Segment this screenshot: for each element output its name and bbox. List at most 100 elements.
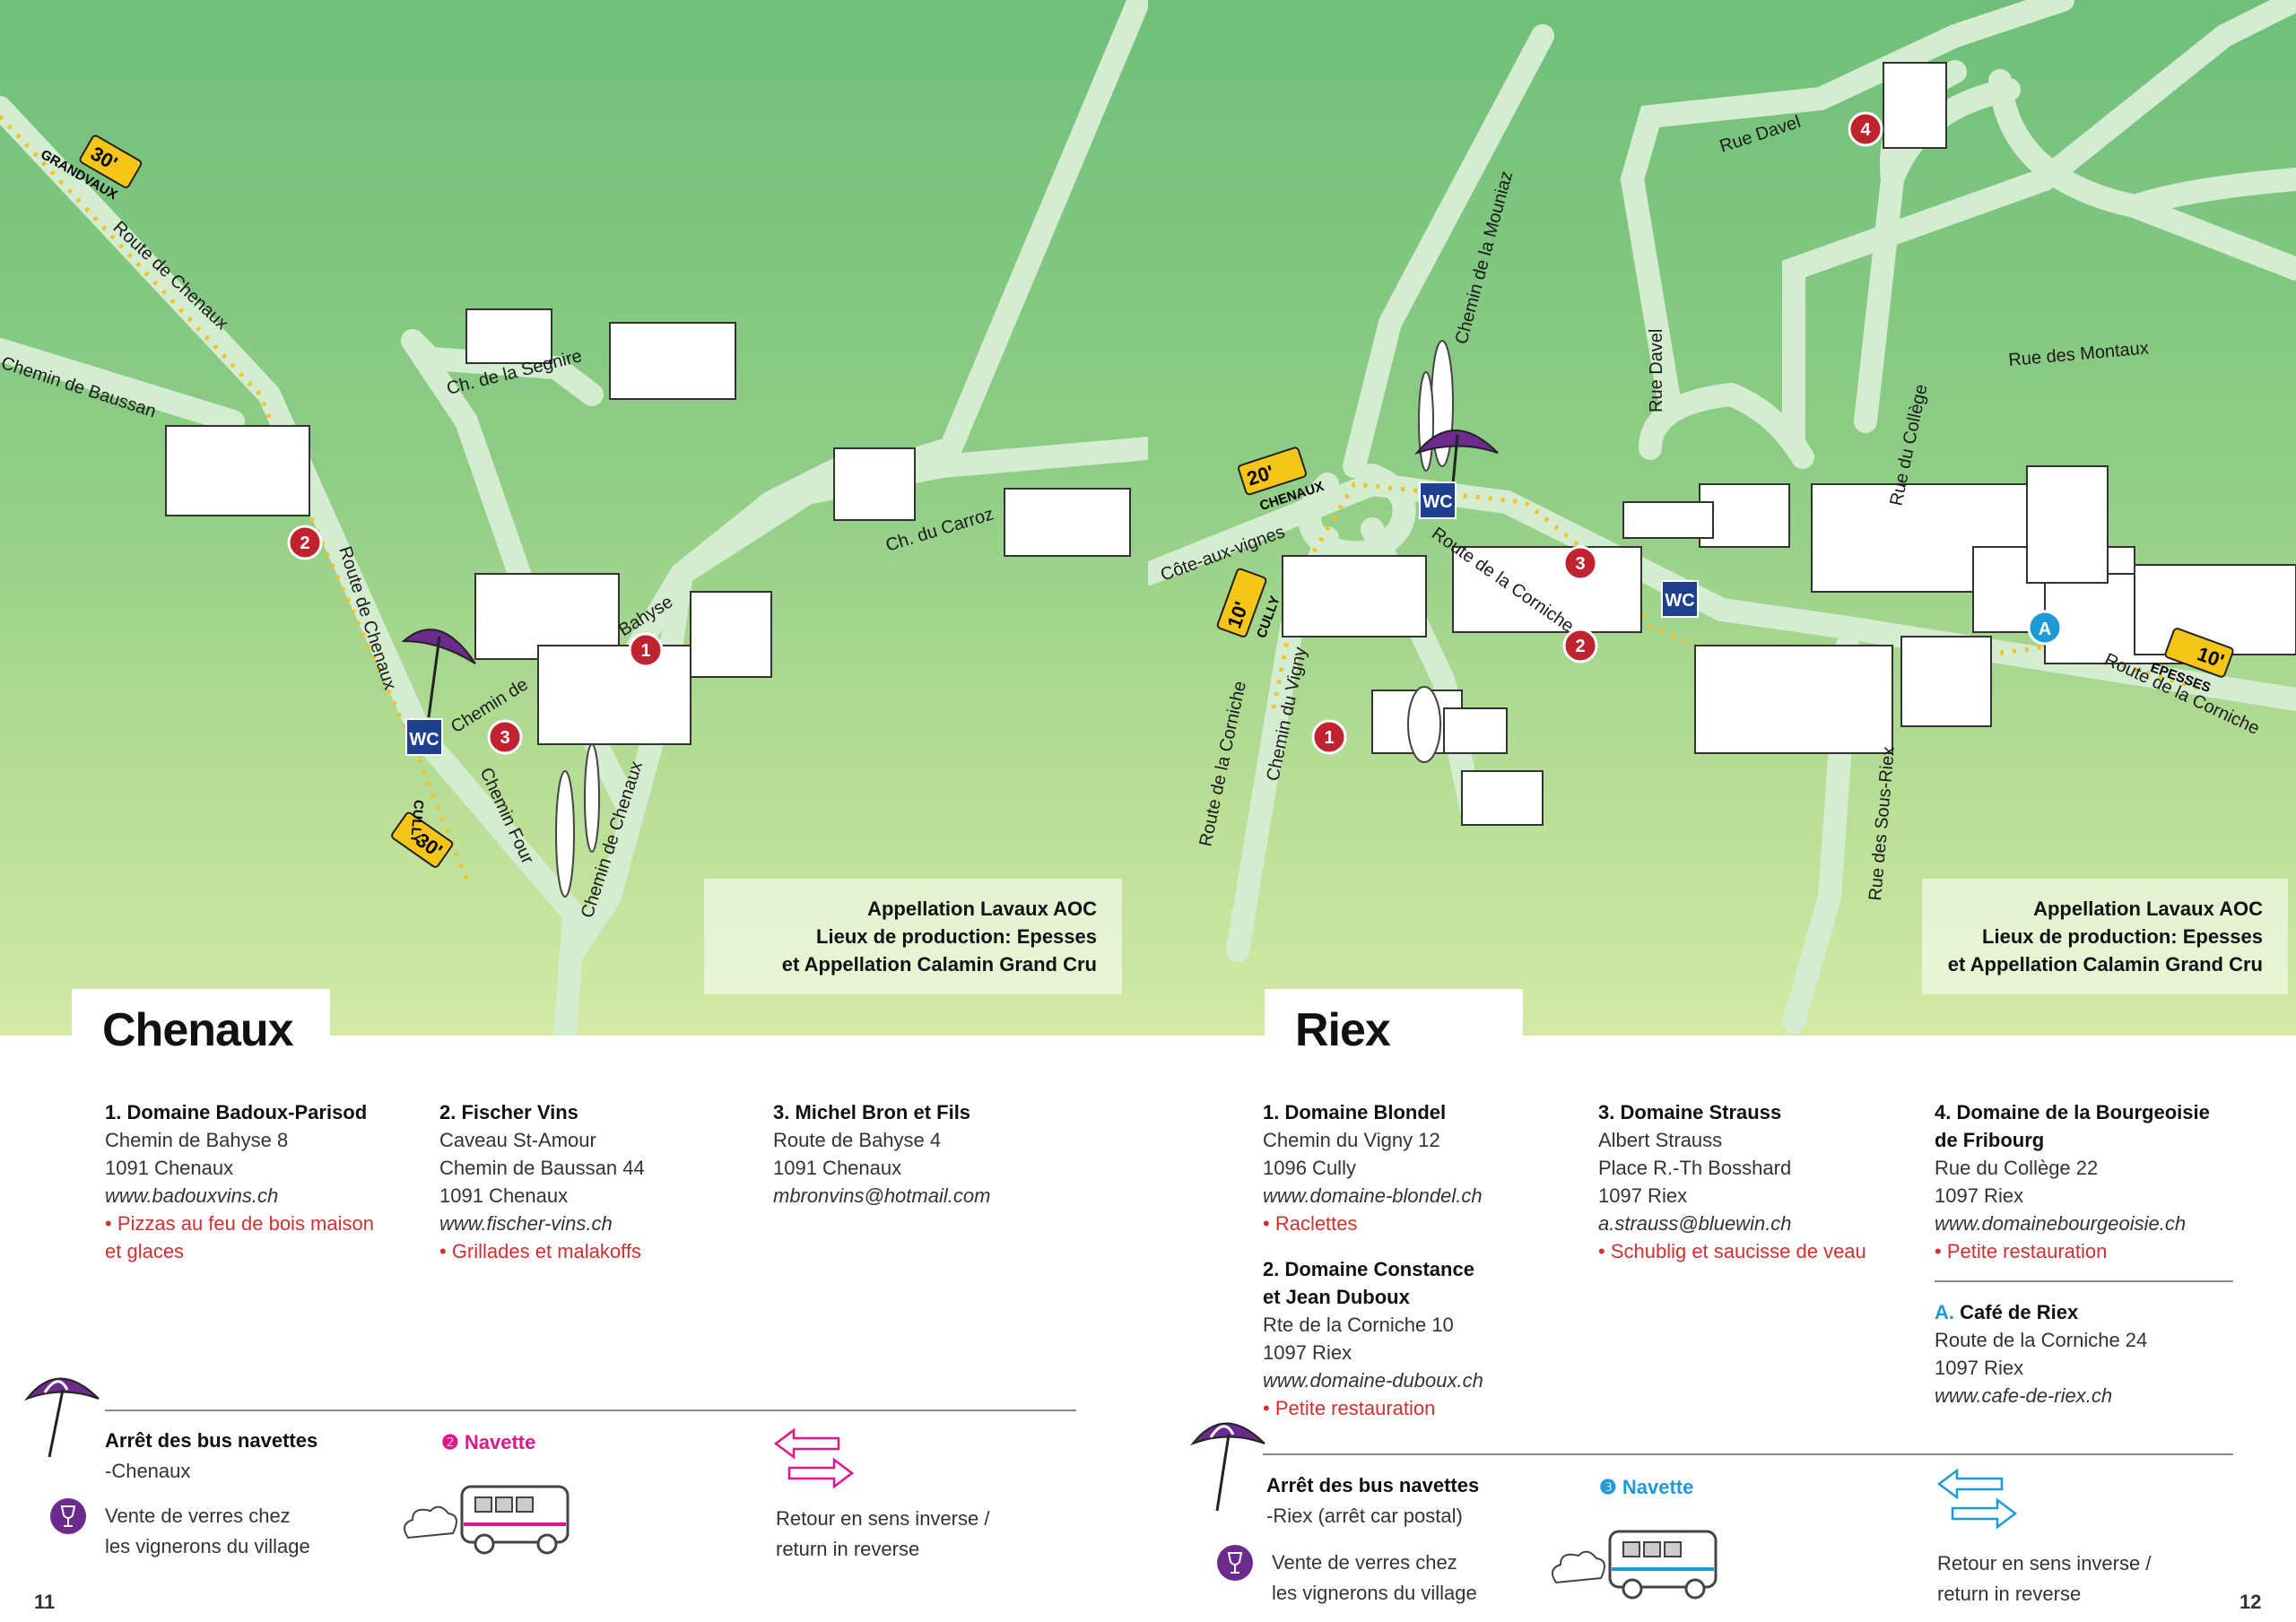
- producer-name: 1. Domaine Blondel: [1263, 1101, 1447, 1123]
- wc-icon-1[interactable]: WC: [1419, 481, 1457, 519]
- divider: [1935, 1280, 2233, 1282]
- pin-1[interactable]: 1: [628, 632, 664, 668]
- return-line: return in reverse: [776, 1538, 920, 1560]
- producer-website-link[interactable]: www.domainebourgeoisie.ch: [1935, 1212, 2187, 1235]
- page-title-riex: Riex: [1265, 989, 1523, 1056]
- pin-1[interactable]: 1: [1311, 719, 1347, 755]
- appellation-line3: et Appellation Calamin Grand Cru: [1947, 953, 2263, 976]
- return-arrows-icon: [773, 1427, 855, 1489]
- svg-text:WC: WC: [1665, 591, 1694, 611]
- producer-2: 2. Fischer Vins Caveau St-Amour Chemin d…: [439, 1098, 744, 1265]
- producer-line: Rue du Collège 22: [1935, 1157, 2099, 1179]
- bus-stop-legend: Arrêt des bus navettes -Riex (arrêt car …: [1266, 1470, 1479, 1531]
- navette-number-icon: ❸: [1599, 1476, 1617, 1498]
- pin-2[interactable]: 2: [287, 525, 323, 560]
- return-arrows-icon: [1936, 1468, 2018, 1530]
- return-legend: Retour en sens inverse / return in rever…: [1937, 1548, 2151, 1609]
- producer-1: 1. Domaine Blondel Chemin du Vigny 12 10…: [1263, 1098, 1568, 1237]
- pin-4[interactable]: 4: [1848, 111, 1883, 147]
- producer-website-link[interactable]: www.domaine-duboux.ch: [1263, 1369, 1483, 1392]
- svg-text:1: 1: [1324, 728, 1334, 748]
- svg-text:3: 3: [500, 728, 509, 748]
- svg-text:1: 1: [640, 641, 650, 661]
- road-route-de-chenaux: [0, 96, 587, 1036]
- producer-line: 1091 Chenaux: [773, 1157, 902, 1179]
- wc-icon[interactable]: WC: [405, 718, 443, 756]
- producer-line: Route de Bahyse 4: [773, 1129, 942, 1151]
- glass-line: les vignerons du village: [1272, 1582, 1477, 1604]
- appellation-line1: Appellation Lavaux AOC: [2033, 898, 2263, 920]
- producer-name: 3. Michel Bron et Fils: [773, 1101, 971, 1123]
- buildings: [1282, 62, 2296, 826]
- umbrella-icon: [24, 1377, 100, 1458]
- wc-icon-2[interactable]: WC: [1661, 580, 1699, 618]
- pin-2[interactable]: 2: [1562, 628, 1598, 664]
- producer-website-link[interactable]: www.fischer-vins.ch: [439, 1212, 613, 1235]
- navette-label: Navette: [464, 1431, 536, 1453]
- producer-line: Rte de la Corniche 10: [1263, 1314, 1454, 1336]
- label-rue-davel-mid: Rue Davel: [1647, 329, 1666, 412]
- producer-4: 4. Domaine de la Bourgeoisie de Fribourg…: [1935, 1098, 2257, 1265]
- navette-number-icon: ❷: [441, 1431, 459, 1453]
- pin-3[interactable]: 3: [487, 719, 523, 755]
- svg-text:4: 4: [1860, 120, 1871, 140]
- navette-3-label: ❸ Navette: [1599, 1476, 1693, 1499]
- bus-stop-umbrella-icon[interactable]: [401, 629, 476, 718]
- svg-text:2: 2: [1575, 637, 1585, 656]
- glass-line: Vente de verres chez: [1272, 1551, 1457, 1574]
- label-route-de-la-corniche-left: Route de la Corniche: [1196, 680, 1250, 848]
- bus-stop-umbrella-icon[interactable]: [1414, 429, 1499, 485]
- appellation-line2: Lieux de production: Epesses: [1982, 925, 2263, 948]
- producer-line: Albert Strauss: [1598, 1129, 1723, 1151]
- producer-website-link[interactable]: www.badouxvins.ch: [105, 1184, 279, 1207]
- svg-text:CULLY: CULLY: [407, 799, 426, 844]
- producer-name: 1. Domaine Badoux-Parisod: [105, 1101, 368, 1123]
- wine-glass-icon: [1217, 1545, 1253, 1581]
- cafe-line: 1097 Riex: [1935, 1357, 2024, 1379]
- producer-name: 4. Domaine de la Bourgeoisie: [1935, 1101, 2210, 1123]
- producer-name: 3. Domaine Strauss: [1598, 1101, 1782, 1123]
- map-riex[interactable]: Chemin de la Mouniaz Rue Davel Rue Davel…: [1148, 0, 2296, 1036]
- svg-text:2: 2: [300, 533, 309, 553]
- map-chenaux-svg: Route de Chenaux Chemin de Baussan Route…: [0, 0, 1148, 1036]
- appellation-line2: Lieux de production: Epesses: [816, 925, 1097, 948]
- map-chenaux[interactable]: Route de Chenaux Chemin de Baussan Route…: [0, 0, 1148, 1036]
- producer-2: 2. Domaine Constance et Jean Duboux Rte …: [1263, 1255, 1568, 1422]
- wine-glass-icon: [50, 1498, 86, 1534]
- cafe-de-riex: A. Café de Riex Route de la Corniche 24 …: [1935, 1298, 2257, 1409]
- producer-note: • Petite restauration: [1263, 1397, 1436, 1419]
- producer-1: 1. Domaine Badoux-Parisod Chemin de Bahy…: [105, 1098, 410, 1265]
- label-rue-des-sous-riex: Rue des Sous-Riex: [1866, 746, 1899, 902]
- sign-cully: 10' CULLY: [1216, 568, 1283, 640]
- bus-stop-place: -Riex (arrêt car postal): [1266, 1505, 1463, 1527]
- producer-email-link[interactable]: mbronvins@hotmail.com: [773, 1184, 991, 1207]
- producer-website-link[interactable]: www.domaine-blondel.ch: [1263, 1184, 1483, 1207]
- return-line: Retour en sens inverse /: [776, 1507, 990, 1530]
- producer-3: 3. Domaine Strauss Albert Strauss Place …: [1598, 1098, 1903, 1265]
- shuttle-bus-icon: [404, 1485, 570, 1555]
- buildings: [165, 308, 1131, 745]
- bus-stop-place: -Chenaux: [105, 1460, 191, 1482]
- producer-name: 2. Domaine Constance: [1263, 1258, 1474, 1280]
- producer-note: • Grillades et malakoffs: [439, 1240, 641, 1262]
- cafe-website-link[interactable]: www.cafe-de-riex.ch: [1935, 1384, 2113, 1407]
- map-riex-svg: Chemin de la Mouniaz Rue Davel Rue Davel…: [1148, 0, 2296, 1034]
- glass-line: Vente de verres chez: [105, 1505, 291, 1527]
- svg-text:3: 3: [1575, 554, 1585, 574]
- page-number: 12: [2239, 1591, 2262, 1613]
- producer-email-link[interactable]: a.strauss@bluewin.ch: [1598, 1212, 1792, 1235]
- label-rue-des-montaux: Rue des Montaux: [2008, 338, 2150, 370]
- producer-note: • Pizzas au feu de bois maison: [105, 1212, 374, 1235]
- pin-3[interactable]: 3: [1562, 545, 1598, 581]
- shuttle-bus-icon: [1552, 1530, 1718, 1600]
- cafe-marker-a[interactable]: A: [2027, 610, 2063, 646]
- producer-line: 1097 Riex: [1598, 1184, 1688, 1207]
- producer-note: et glaces: [105, 1240, 185, 1262]
- svg-text:WC: WC: [1422, 492, 1452, 512]
- glass-sale-legend: Vente de verres chez les vignerons du vi…: [1272, 1548, 1477, 1609]
- bus-stop-title: Arrêt des bus navettes: [105, 1429, 318, 1452]
- producer-3: 3. Michel Bron et Fils Route de Bahyse 4…: [773, 1098, 1078, 1210]
- page-number: 11: [34, 1591, 56, 1613]
- divider: [105, 1409, 1076, 1411]
- navette-2-label: ❷ Navette: [441, 1431, 535, 1454]
